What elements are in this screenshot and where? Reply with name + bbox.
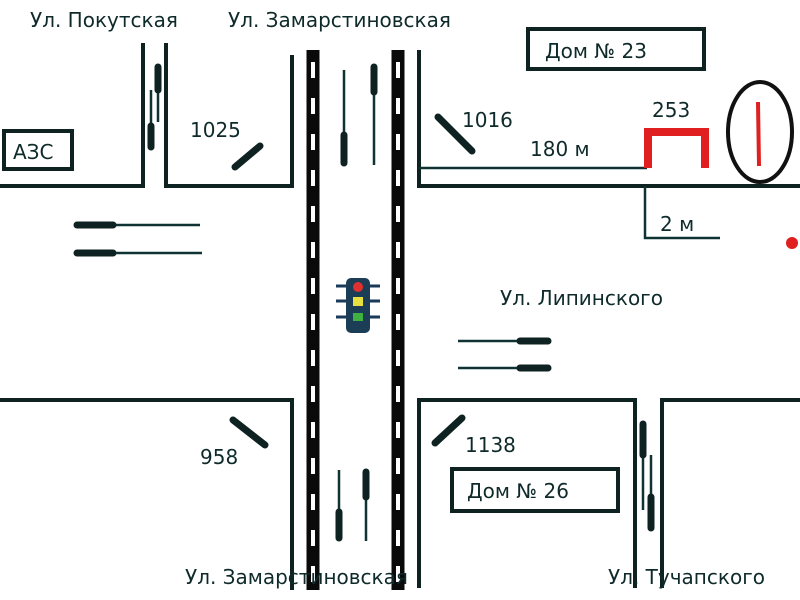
- house-26-label: Дом № 26: [467, 479, 569, 503]
- house-23-label: Дом № 23: [545, 39, 647, 63]
- street-pokutskaya: Ул. Покутская: [30, 8, 178, 32]
- marker-1016-slash: [434, 113, 476, 155]
- traffic-arrows: [73, 63, 655, 542]
- marker-958-label: 958: [200, 445, 238, 469]
- red-point: [786, 237, 798, 249]
- sign-red-bar: [756, 101, 761, 167]
- house-26-box: [450, 467, 620, 513]
- marker-253-label: 253: [652, 98, 690, 122]
- sign-circle: [726, 80, 794, 184]
- kerb-top-middle: [164, 43, 294, 188]
- marker-1138-label: 1138: [465, 433, 516, 457]
- marker-958-slash: [229, 416, 269, 449]
- dimension-2-label: 2 м: [660, 212, 694, 236]
- marker-1025-slash: [231, 142, 264, 171]
- kerb-bottom-middle: [417, 398, 637, 588]
- traffic-light-icon: [336, 278, 380, 333]
- street-tuchapskoho: Ул. Тучапского: [608, 565, 765, 589]
- street-lypynskoho: Ул. Липинского: [500, 286, 663, 310]
- kerb-top-right: [417, 50, 800, 188]
- kerb-bottom-right: [660, 398, 800, 588]
- kerbs: [0, 43, 800, 590]
- dimension-2-line: [643, 186, 720, 240]
- kerb-top-left: [0, 43, 145, 188]
- dashed-road-lines: [306, 50, 405, 590]
- azs-box: [2, 129, 74, 171]
- street-zamarstynivska-bottom: Ул. Замарстиновская: [185, 565, 408, 589]
- marker-slashes: [229, 113, 476, 449]
- street-zamarstynivska-top: Ул. Замарстиновская: [228, 8, 451, 32]
- marker-1016-label: 1016: [462, 108, 513, 132]
- marker-1138-slash: [431, 414, 466, 447]
- marker-253-shape: [644, 128, 709, 168]
- dimension-180-label: 180 м: [530, 137, 590, 161]
- marker-1025-label: 1025: [190, 118, 241, 142]
- dimension-lines: [419, 166, 720, 240]
- kerb-bottom-left: [0, 398, 294, 590]
- house-23-box: [526, 27, 706, 71]
- azs-label: АЗС: [13, 140, 53, 164]
